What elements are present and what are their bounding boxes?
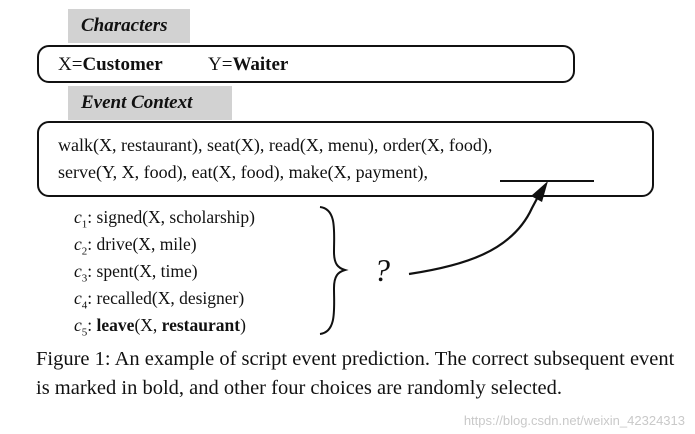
watermark: https://blog.csdn.net/weixin_42324313 xyxy=(463,413,685,428)
character-x: X=Customer xyxy=(58,54,163,76)
choice-3-text: : spent(X, time) xyxy=(87,261,198,281)
choice-5: c5: leave(X, restaurant) xyxy=(74,315,246,339)
character-y: Y=Waiter xyxy=(208,54,288,76)
event-context-box xyxy=(37,121,654,197)
choice-3-label: c xyxy=(74,261,82,281)
choice-2-text: : drive(X, mile) xyxy=(87,234,197,254)
choice-4-text: : recalled(X, designer) xyxy=(87,288,245,308)
choice-4-label: c xyxy=(74,288,82,308)
choice-1-label: c xyxy=(74,207,82,227)
choice-4-index: 4 xyxy=(81,299,88,312)
blank-answer-line xyxy=(500,180,594,182)
characters-heading: Characters xyxy=(68,9,190,43)
question-mark: ? xyxy=(374,252,390,288)
character-x-value: Customer xyxy=(82,54,163,75)
choice-2-label: c xyxy=(74,234,82,254)
character-y-value: Waiter xyxy=(232,54,289,75)
event-context-heading: Event Context xyxy=(68,86,232,120)
character-y-prefix: Y= xyxy=(208,54,233,75)
choice-4: c4: recalled(X, designer) xyxy=(74,288,244,312)
choice-5-text-mid: (X, xyxy=(134,315,162,335)
choice-3-index: 3 xyxy=(81,272,88,285)
choice-5-label: c xyxy=(74,315,82,335)
choice-5-text-post: ) xyxy=(240,315,246,335)
choice-5-bold-event: leave xyxy=(96,315,135,335)
figure-caption: Figure 1: An example of script event pre… xyxy=(36,348,675,399)
arrow-head xyxy=(531,181,548,202)
character-x-prefix: X= xyxy=(58,54,83,75)
curved-arrow-line xyxy=(408,192,541,276)
event-context-line-1: walk(X, restaurant), seat(X), read(X, me… xyxy=(58,135,493,155)
choice-5-index: 5 xyxy=(81,326,88,339)
choice-3: c3: spent(X, time) xyxy=(74,261,198,285)
choice-1-index: 1 xyxy=(81,218,88,231)
choice-1: c1: signed(X, scholarship) xyxy=(74,207,255,231)
choice-5-text-pre: : xyxy=(87,315,97,335)
choice-1-text: : signed(X, scholarship) xyxy=(87,207,255,227)
right-brace xyxy=(319,206,349,335)
choice-2: c2: drive(X, mile) xyxy=(74,234,197,258)
choice-5-bold-object: restaurant xyxy=(161,315,241,335)
characters-box xyxy=(37,45,575,83)
event-context-line-2: serve(Y, X, food), eat(X, food), make(X,… xyxy=(58,162,429,182)
choice-2-index: 2 xyxy=(81,245,88,258)
